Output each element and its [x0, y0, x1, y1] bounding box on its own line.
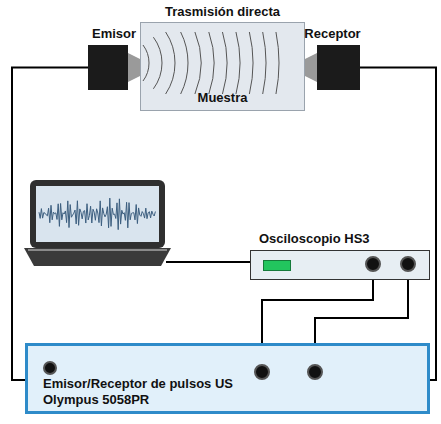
transducer-face	[128, 53, 140, 82]
oscilloscope-box: Osciloscopio HS3	[250, 250, 430, 280]
waveform-trace	[39, 198, 155, 230]
transducer-drawing	[305, 45, 360, 90]
transducer-drawing	[88, 45, 140, 90]
wave-front	[222, 32, 227, 94]
connector-group	[12, 68, 436, 381]
jack-connector	[365, 256, 381, 272]
oscilloscope-display	[263, 260, 291, 271]
jack-connector	[254, 364, 270, 380]
pulser-receiver-box: Emisor/Receptor de pulsos US Olympus 505…	[25, 343, 430, 414]
wave-front	[263, 32, 266, 94]
jack-connector	[307, 364, 323, 380]
wave-front	[166, 32, 175, 94]
signal-cable	[12, 68, 88, 381]
wave-front	[143, 45, 149, 81]
device-label: Emisor/Receptor de pulsos US Olympus 505…	[43, 376, 258, 408]
setup-heading: Trasmisión directa	[165, 4, 280, 20]
transducer-emitter: Emisor	[88, 45, 140, 90]
device-label: Osciloscopio HS3	[259, 231, 370, 247]
jack-connector	[43, 361, 57, 375]
transducer-label: Receptor	[304, 26, 360, 42]
laptop-base-edge	[28, 249, 167, 251]
transducer-label: Emisor	[92, 26, 136, 42]
wave-front	[181, 32, 188, 94]
usb-cable	[166, 261, 250, 263]
transducer-face	[305, 53, 317, 82]
wave-front	[276, 32, 279, 94]
jack-connector	[400, 256, 416, 272]
wave-front	[153, 37, 162, 89]
signal-cable	[315, 280, 408, 343]
wave-front	[249, 32, 253, 94]
sample-label: Muestra	[198, 90, 248, 106]
transducer-body	[88, 45, 128, 90]
laptop-screen-frame	[30, 180, 165, 248]
laptop-screen	[36, 186, 159, 242]
transducer-receiver: Receptor	[305, 45, 360, 90]
wave-front	[236, 32, 240, 94]
transducer-body	[317, 45, 360, 90]
wave-front	[209, 32, 214, 94]
sample-box: Trasmisión directaMuestra	[140, 22, 305, 111]
laptop-icon	[24, 180, 171, 266]
laptop-base	[24, 248, 171, 266]
wave-front	[195, 32, 201, 94]
signal-cable	[262, 280, 373, 343]
signal-cable	[360, 68, 436, 381]
